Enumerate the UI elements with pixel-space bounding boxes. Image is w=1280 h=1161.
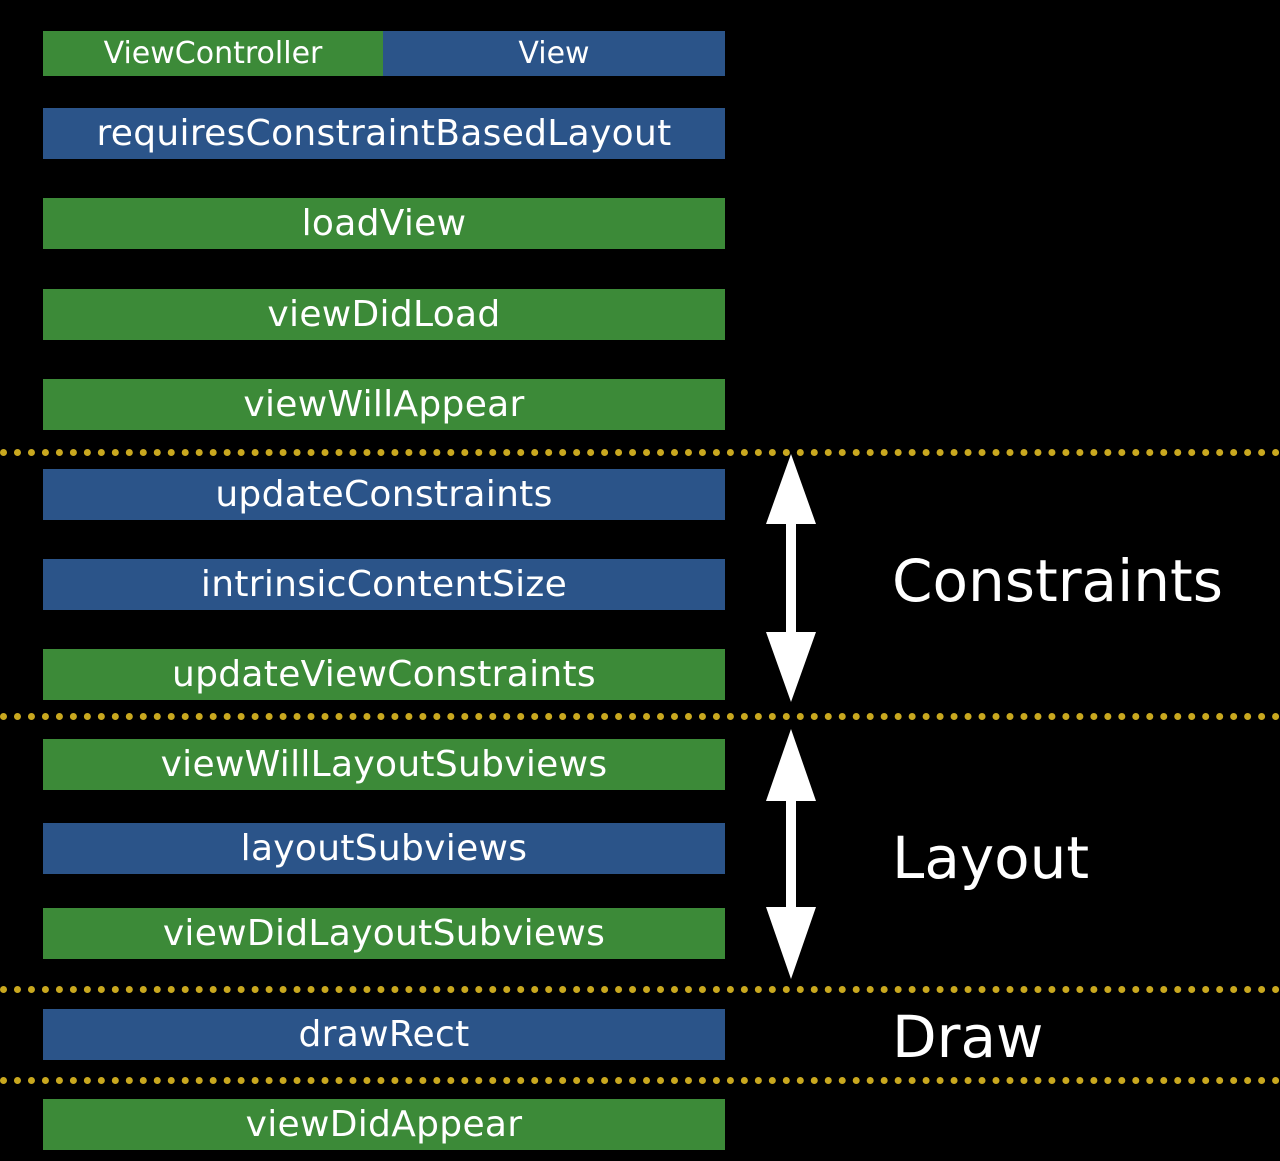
step-load-view: loadView xyxy=(43,198,725,249)
legend: ViewController View xyxy=(43,31,725,76)
step-intrinsic-content-size: intrinsicContentSize xyxy=(43,559,725,610)
double-headed-arrow-icon xyxy=(766,729,816,979)
step-view-did-appear: viewDidAppear xyxy=(43,1099,725,1150)
phase-divider xyxy=(0,449,1280,456)
phase-divider xyxy=(0,986,1280,993)
step-view-did-load: viewDidLoad xyxy=(43,289,725,340)
double-headed-arrow-icon xyxy=(766,454,816,702)
phase-label-draw: Draw xyxy=(892,1003,1044,1071)
step-draw-rect: drawRect xyxy=(43,1009,725,1060)
phase-divider xyxy=(0,713,1280,720)
step-update-view-constraints: updateViewConstraints xyxy=(43,649,725,700)
step-update-constraints: updateConstraints xyxy=(43,469,725,520)
step-requires-constraint-based-layout: requiresConstraintBasedLayout xyxy=(43,108,725,159)
phase-label-layout: Layout xyxy=(892,824,1090,892)
phase-label-constraints: Constraints xyxy=(892,547,1223,615)
step-view-did-layout-subviews: viewDidLayoutSubviews xyxy=(43,908,725,959)
step-layout-subviews: layoutSubviews xyxy=(43,823,725,874)
legend-view: View xyxy=(383,31,725,76)
step-view-will-appear: viewWillAppear xyxy=(43,379,725,430)
phase-divider xyxy=(0,1077,1280,1084)
legend-viewcontroller: ViewController xyxy=(43,31,383,76)
step-view-will-layout-subviews: viewWillLayoutSubviews xyxy=(43,739,725,790)
